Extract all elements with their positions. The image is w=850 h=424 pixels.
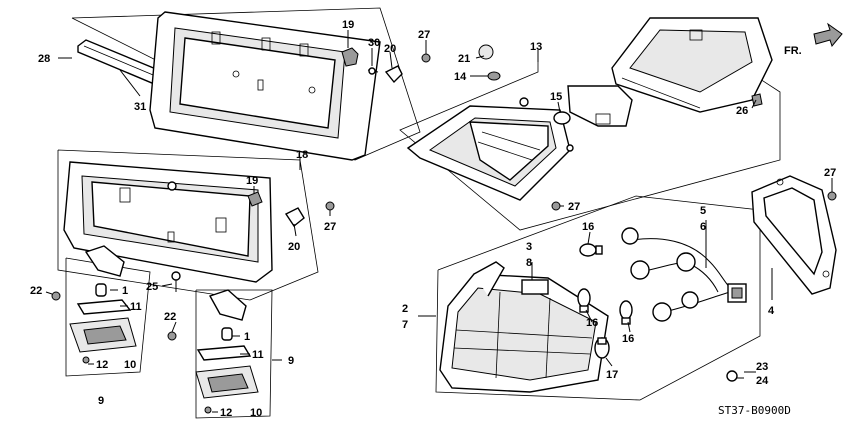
callout-12-left: 12 — [96, 359, 108, 371]
bulb-16-low — [619, 300, 633, 325]
leader-lines — [45, 30, 833, 413]
callout-22-right: 22 — [164, 311, 176, 323]
taillight-group — [435, 195, 761, 401]
front-direction-arrow: FR. — [784, 22, 843, 57]
nut-27-upper — [421, 53, 431, 63]
nut-27-lower — [551, 201, 561, 211]
nut-27-mid — [325, 201, 335, 211]
callout-26: 26 — [736, 105, 748, 117]
clip-19-lower — [247, 191, 263, 207]
high-mount-light-group — [399, 17, 781, 231]
nut-22-right — [167, 331, 177, 341]
callout-labels: 28 31 19 30 20 27 21 14 13 15 26 18 19 2… — [30, 19, 836, 419]
taillight-gasket — [751, 175, 837, 295]
callout-30: 30 — [368, 37, 380, 49]
callout-8: 8 — [526, 257, 532, 269]
screw-23-24 — [726, 370, 744, 382]
wire-harness — [621, 227, 747, 322]
screw-30 — [367, 67, 379, 75]
callout-7: 7 — [402, 319, 408, 331]
clip-20-upper — [384, 65, 403, 84]
seal-11-left — [76, 299, 132, 315]
bulb-1-right — [221, 327, 233, 341]
callout-1-right: 1 — [244, 331, 250, 343]
hmsl-socket-bracket — [567, 85, 633, 127]
callout-27-mid: 27 — [324, 221, 336, 233]
callout-11-left: 11 — [130, 301, 142, 313]
callout-12-right: 12 — [220, 407, 232, 419]
bulb-17 — [594, 337, 610, 359]
grommet-21 — [478, 44, 494, 60]
callout-2: 2 — [402, 303, 408, 315]
callout-13: 13 — [530, 41, 542, 53]
clip-20-lower — [284, 207, 305, 228]
callout-9-left: 9 — [98, 395, 104, 407]
callout-5: 5 — [700, 205, 706, 217]
callout-10-left: 10 — [124, 359, 136, 371]
seal-11-right — [196, 345, 252, 361]
callout-28: 28 — [38, 53, 50, 65]
bulb-16-top — [579, 243, 603, 257]
nut-27-right — [827, 191, 837, 201]
nut-22-left — [51, 291, 61, 301]
callout-4: 4 — [768, 305, 775, 317]
screw-25 — [171, 271, 181, 292]
callout-10-right: 10 — [250, 407, 262, 419]
license-light-left — [51, 245, 151, 377]
callout-17: 17 — [606, 369, 618, 381]
diagram-code: ST37-B0900D — [718, 404, 791, 417]
grommet-14 — [487, 71, 501, 81]
callout-1-left: 1 — [122, 285, 128, 297]
callout-23: 23 — [756, 361, 768, 373]
bulb-16-mid — [577, 288, 591, 313]
lower-garnish-group — [57, 149, 335, 301]
callout-27-upper: 27 — [418, 29, 430, 41]
callout-20-lower: 20 — [288, 241, 300, 253]
license-light-housing-left — [84, 245, 125, 277]
callout-3: 3 — [526, 241, 532, 253]
callout-31: 31 — [134, 101, 146, 113]
callout-20-upper: 20 — [384, 43, 396, 55]
bulb-1-left — [95, 283, 107, 297]
license-light-housing-right — [208, 289, 247, 321]
callout-21: 21 — [458, 53, 470, 65]
front-label: FR. — [784, 45, 802, 57]
callout-15: 15 — [550, 91, 562, 103]
license-light-right — [167, 289, 273, 419]
callout-9-right: 9 — [288, 355, 294, 367]
upper-garnish-group — [71, 7, 431, 161]
screw-12-right — [204, 406, 212, 414]
callout-14: 14 — [454, 71, 467, 83]
callout-22-left: 22 — [30, 285, 42, 297]
callout-27-lower: 27 — [568, 201, 580, 213]
callout-19-upper: 19 — [342, 19, 354, 31]
callout-11-right: 11 — [252, 349, 264, 361]
callout-16-mid: 16 — [586, 317, 598, 329]
screw-12-left — [82, 356, 90, 364]
clip-19-upper — [341, 47, 359, 67]
callout-16-top: 16 — [582, 221, 594, 233]
callout-18: 18 — [296, 149, 308, 161]
callout-24: 24 — [756, 375, 769, 387]
bulb-15 — [553, 111, 571, 125]
callout-27-right: 27 — [824, 167, 836, 179]
callout-6: 6 — [700, 221, 706, 233]
callout-19-lower: 19 — [246, 175, 258, 187]
callout-25: 25 — [146, 281, 158, 293]
callout-16-low: 16 — [622, 333, 634, 345]
